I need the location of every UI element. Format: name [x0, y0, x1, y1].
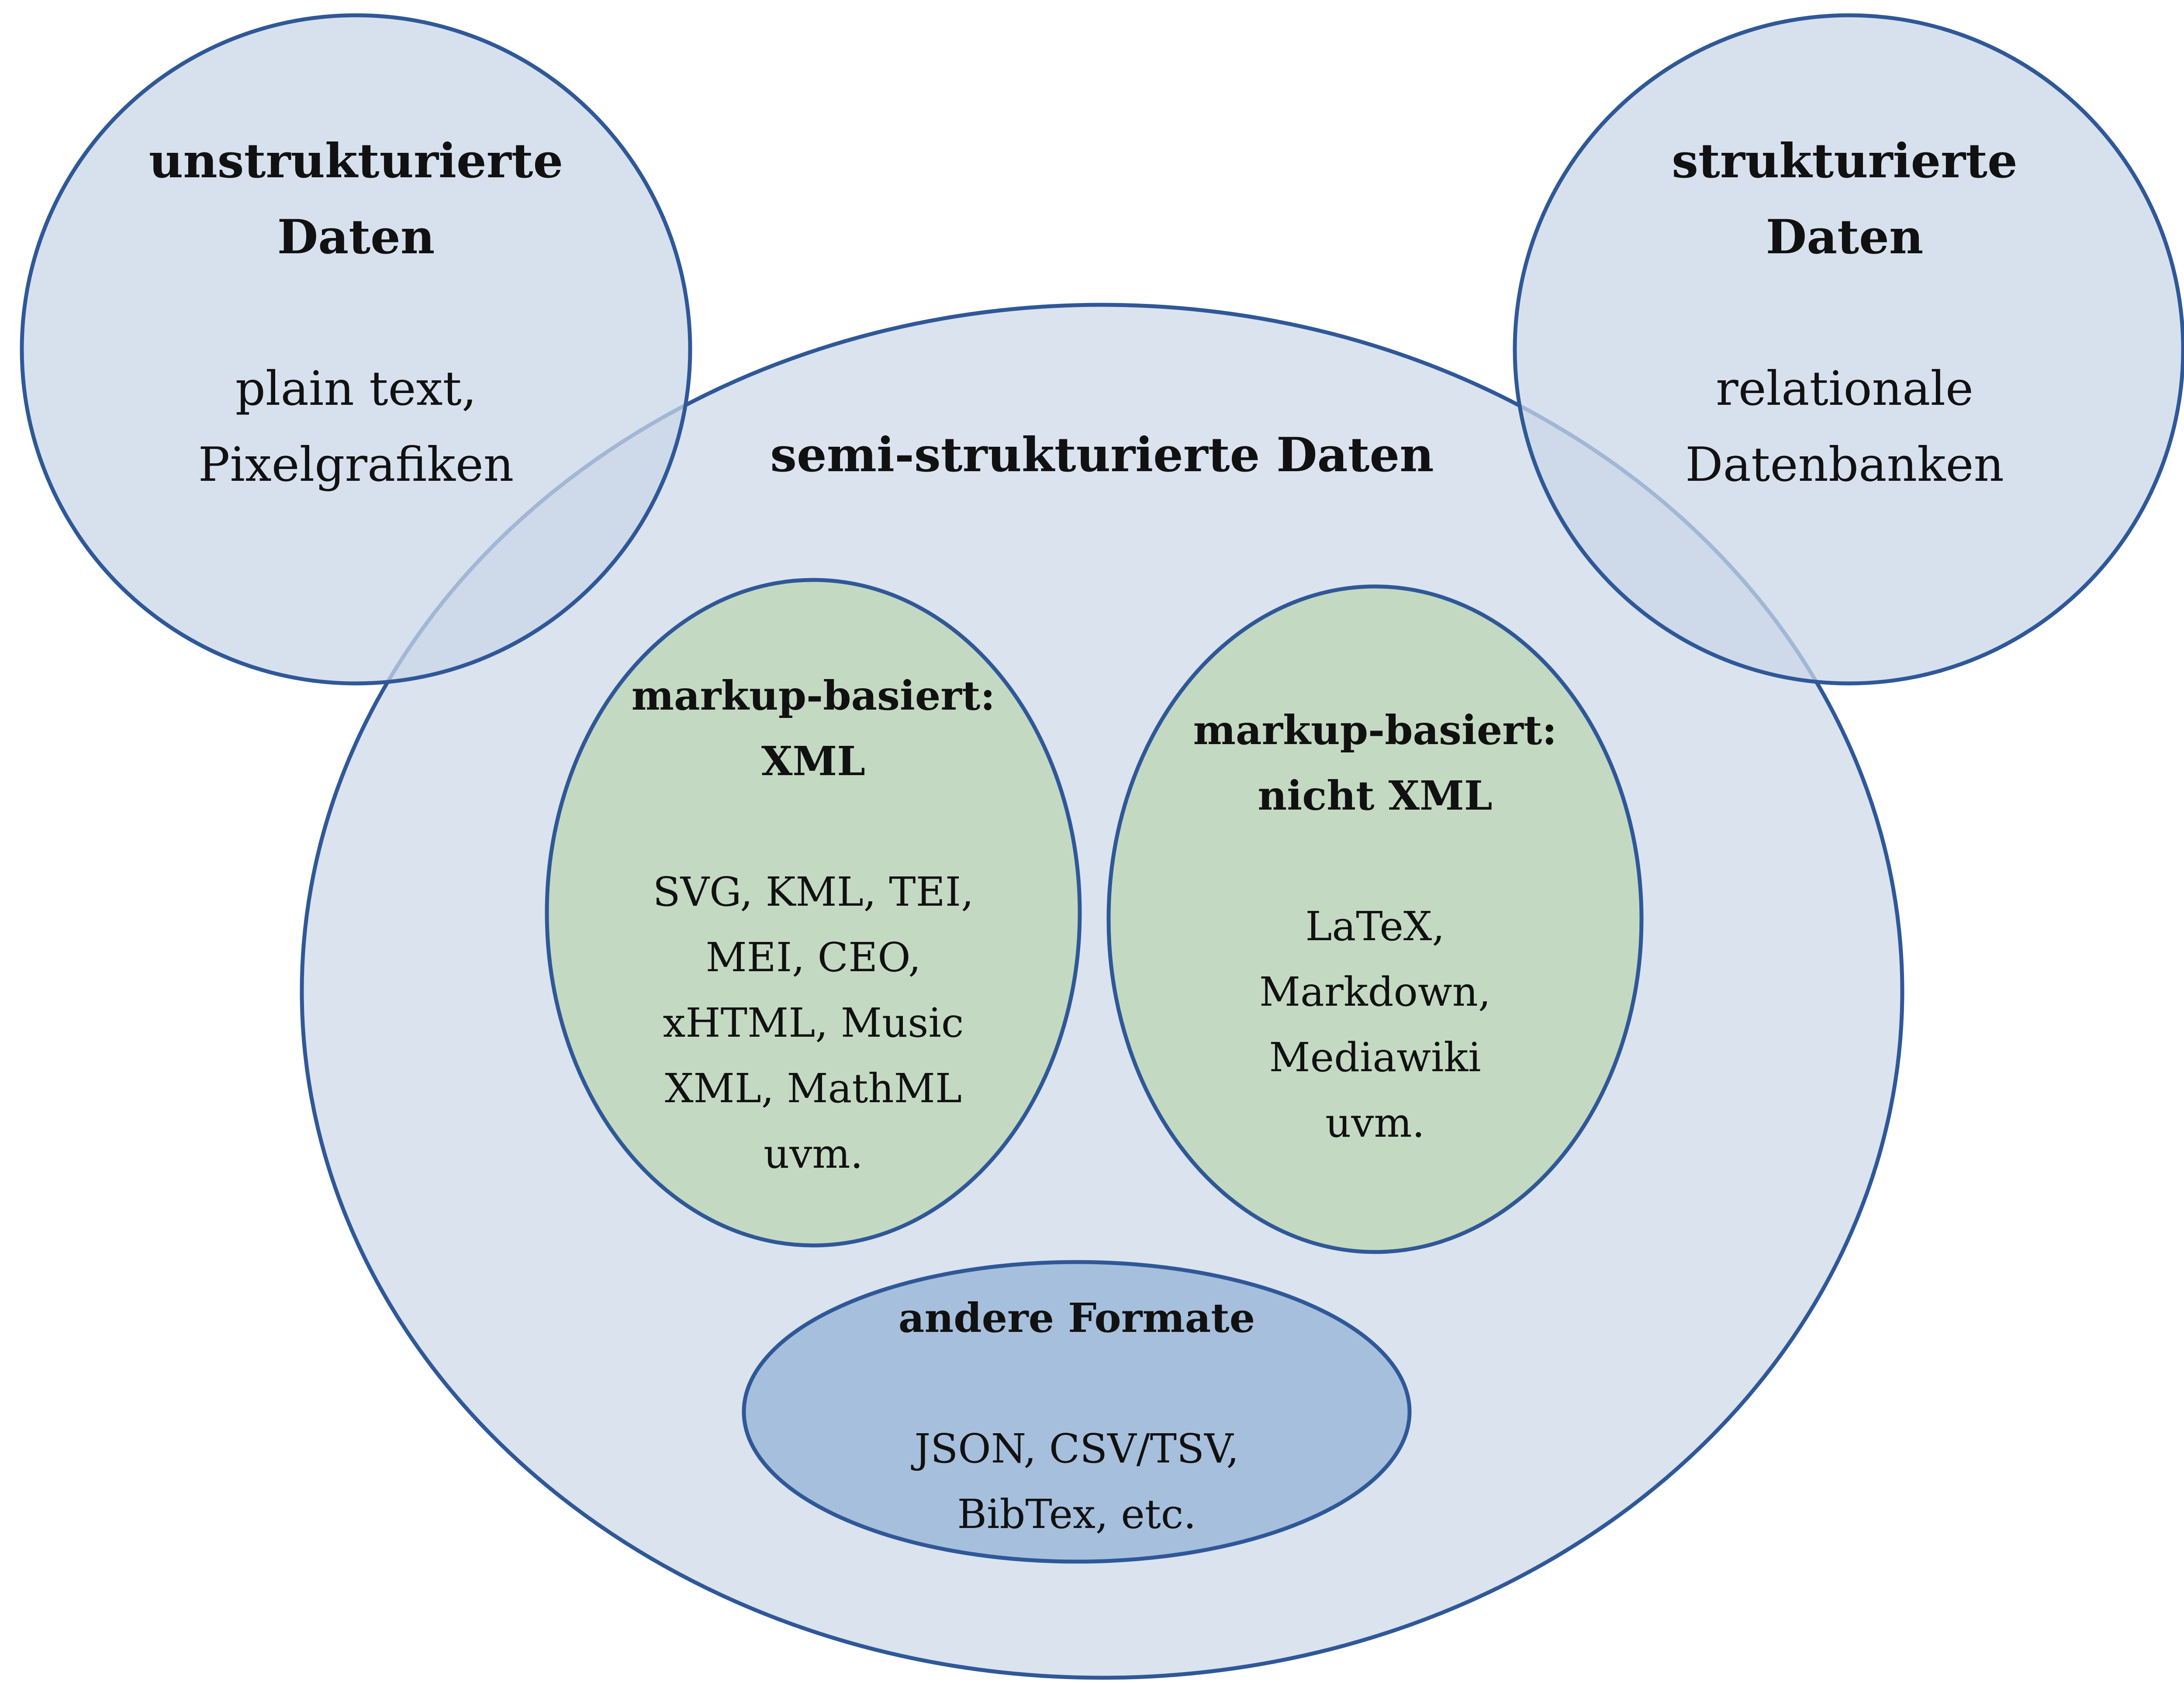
markup-xml-label: markup-basiert: XML SVG, KML, TEI, MEI, … — [632, 663, 995, 1187]
markup-non-xml-label: markup-basiert: nicht XML LaTeX, Markdow… — [1193, 697, 1557, 1156]
markup-xml-body-line-2: MEI, CEO, — [705, 934, 921, 981]
markup-xml-body-line-3: xHTML, Music — [663, 1000, 964, 1046]
markup-non-xml-ellipse — [1106, 584, 1644, 1254]
structured-body-line-2: Datenbanken — [1685, 438, 2004, 492]
unstructured-body-line-1: plain text, — [235, 362, 477, 416]
structured-title-line-1: strukturierte — [1672, 134, 2018, 189]
markup-xml-body-line-1: SVG, KML, TEI, — [653, 869, 974, 915]
unstructured-title-line-2: Daten — [277, 210, 435, 265]
other-formats-title: andere Formate — [898, 1294, 1255, 1342]
markup-non-xml-title-line-1: markup-basiert: — [1193, 707, 1557, 754]
structured-circle — [1513, 13, 2184, 686]
semi-structured-label: semi-strukturierte Daten — [770, 417, 1434, 493]
unstructured-title-line-1: unstrukturierte — [149, 134, 563, 189]
markup-xml-ellipse — [545, 578, 1082, 1248]
semi-structured-title: semi-strukturierte Daten — [770, 428, 1434, 483]
markup-non-xml-body-line-1: LaTeX, — [1305, 903, 1445, 950]
markup-xml-title-line-2: XML — [761, 738, 865, 785]
structured-label: strukturierte Daten relationale Datenban… — [1672, 123, 2018, 503]
markup-non-xml-body-line-2: Markdown, — [1259, 969, 1491, 1015]
other-formats-body-line-2: BibTex, etc. — [957, 1491, 1196, 1538]
markup-xml-body-line-4: XML, MathML — [665, 1065, 962, 1112]
structured-title-line-2: Daten — [1766, 210, 1924, 265]
markup-non-xml-body-line-4: uvm. — [1325, 1100, 1425, 1146]
markup-xml-body-line-5: uvm. — [764, 1131, 863, 1177]
structured-body-line-1: relationale — [1716, 362, 1973, 416]
markup-non-xml-title-line-2: nicht XML — [1258, 772, 1493, 819]
other-formats-body-line-1: JSON, CSV/TSV, — [914, 1425, 1239, 1472]
unstructured-label: unstrukturierte Daten plain text, Pixelg… — [149, 123, 563, 503]
markup-xml-title-line-1: markup-basiert: — [631, 672, 995, 719]
other-formats-label: andere Formate JSON, CSV/TSV, BibTex, et… — [898, 1285, 1255, 1547]
other-formats-ellipse — [742, 1260, 1412, 1564]
markup-non-xml-body-line-3: Mediawiki — [1269, 1034, 1481, 1081]
unstructured-circle — [20, 13, 692, 686]
unstructured-body-line-2: Pixelgrafiken — [198, 438, 514, 492]
